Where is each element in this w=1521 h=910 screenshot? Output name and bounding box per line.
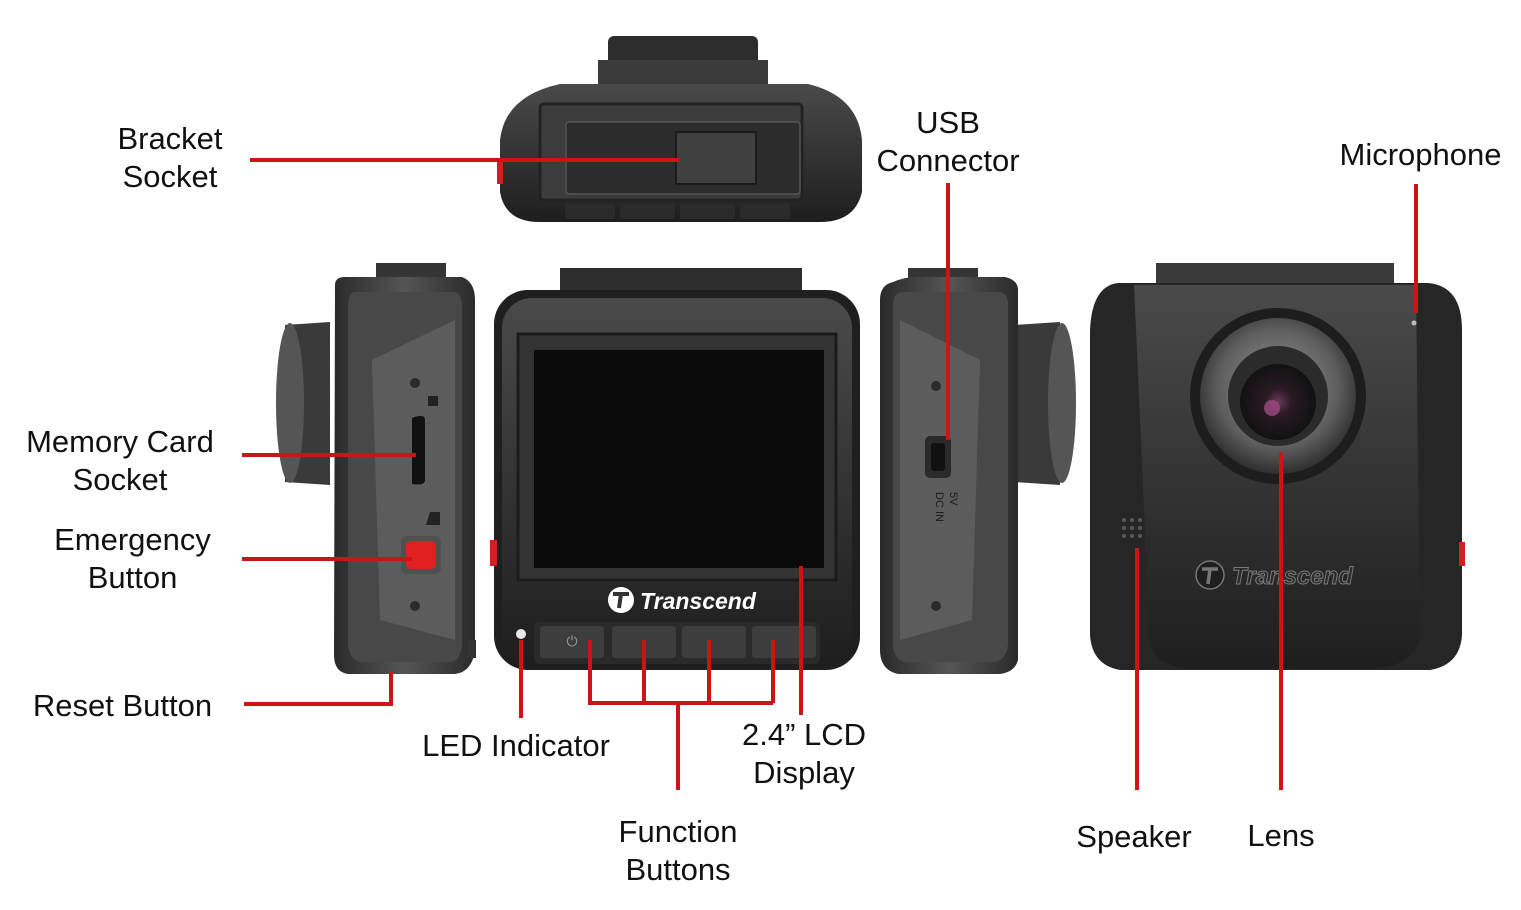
screen-view-camera: Transcend ⏻	[490, 268, 860, 670]
memory-card-slot	[412, 415, 425, 485]
dc-in-marking-1: 5V	[947, 492, 959, 506]
emergency-button-top-edge	[497, 162, 503, 184]
label-speaker: Speaker	[1064, 818, 1204, 856]
label-bracket-socket-line2: Socket	[122, 159, 218, 194]
lens-glass	[1240, 364, 1316, 440]
label-lcd-display: 2.4” LCD Display	[724, 716, 884, 792]
label-lcd-display-line2: Display	[753, 755, 855, 790]
transcend-logo-front: Transcend	[608, 587, 757, 614]
label-emergency-button: Emergency Button	[40, 521, 225, 597]
lens-view-camera: Transcend	[1090, 263, 1465, 670]
led-dot	[516, 629, 526, 639]
label-function-buttons-line1: Function	[618, 814, 738, 849]
label-lcd-display-line1: 2.4” LCD	[741, 717, 867, 752]
label-memory-card-socket-line2: Socket	[72, 462, 168, 497]
label-emergency-button-line1: Emergency	[54, 522, 211, 557]
leader-function-buttons	[588, 640, 775, 790]
label-led-indicator-line1: LED Indicator	[422, 728, 610, 763]
power-symbol: ⏻	[566, 634, 577, 650]
label-microphone: Microphone	[1328, 136, 1513, 174]
label-emergency-button-line2: Button	[87, 560, 178, 595]
microphone-hole	[1411, 320, 1417, 326]
label-usb-connector-line2: Connector	[876, 143, 1020, 178]
label-reset-button: Reset Button	[20, 687, 225, 725]
brand-text-rear: Transcend	[1232, 563, 1354, 590]
transcend-logo-rear: Transcend	[1195, 560, 1355, 591]
emergency-button-side	[406, 541, 436, 569]
label-bracket-socket-line1: Bracket	[117, 121, 223, 156]
label-speaker-line1: Speaker	[1076, 819, 1192, 854]
lcd-screen	[534, 350, 824, 568]
label-microphone-line1: Microphone	[1339, 137, 1502, 172]
label-usb-connector-line1: USB	[916, 105, 980, 140]
function-button-3	[682, 626, 746, 658]
label-function-buttons-line2: Buttons	[625, 852, 731, 887]
left-side-view-camera	[276, 263, 476, 674]
leader-lines	[242, 158, 1418, 790]
label-usb-connector: USB Connector	[858, 104, 1038, 180]
dc-in-marking-2: DC IN	[933, 492, 945, 522]
label-lens: Lens	[1236, 817, 1326, 855]
function-button-4	[752, 626, 816, 658]
leader-reset-button	[244, 672, 393, 706]
right-side-view-camera: 5V DC IN	[880, 268, 1076, 674]
label-lens-line1: Lens	[1247, 818, 1315, 853]
top-view-camera	[497, 36, 862, 222]
speaker-grille	[1122, 518, 1142, 538]
label-led-indicator: LED Indicator	[408, 727, 624, 765]
label-memory-card-socket: Memory Card Socket	[10, 423, 230, 499]
label-reset-button-line1: Reset Button	[32, 688, 213, 723]
brand-text-front: Transcend	[640, 588, 757, 614]
label-function-buttons: Function Buttons	[598, 813, 758, 889]
label-bracket-socket: Bracket Socket	[100, 120, 240, 196]
label-memory-card-socket-line1: Memory Card	[26, 424, 214, 459]
